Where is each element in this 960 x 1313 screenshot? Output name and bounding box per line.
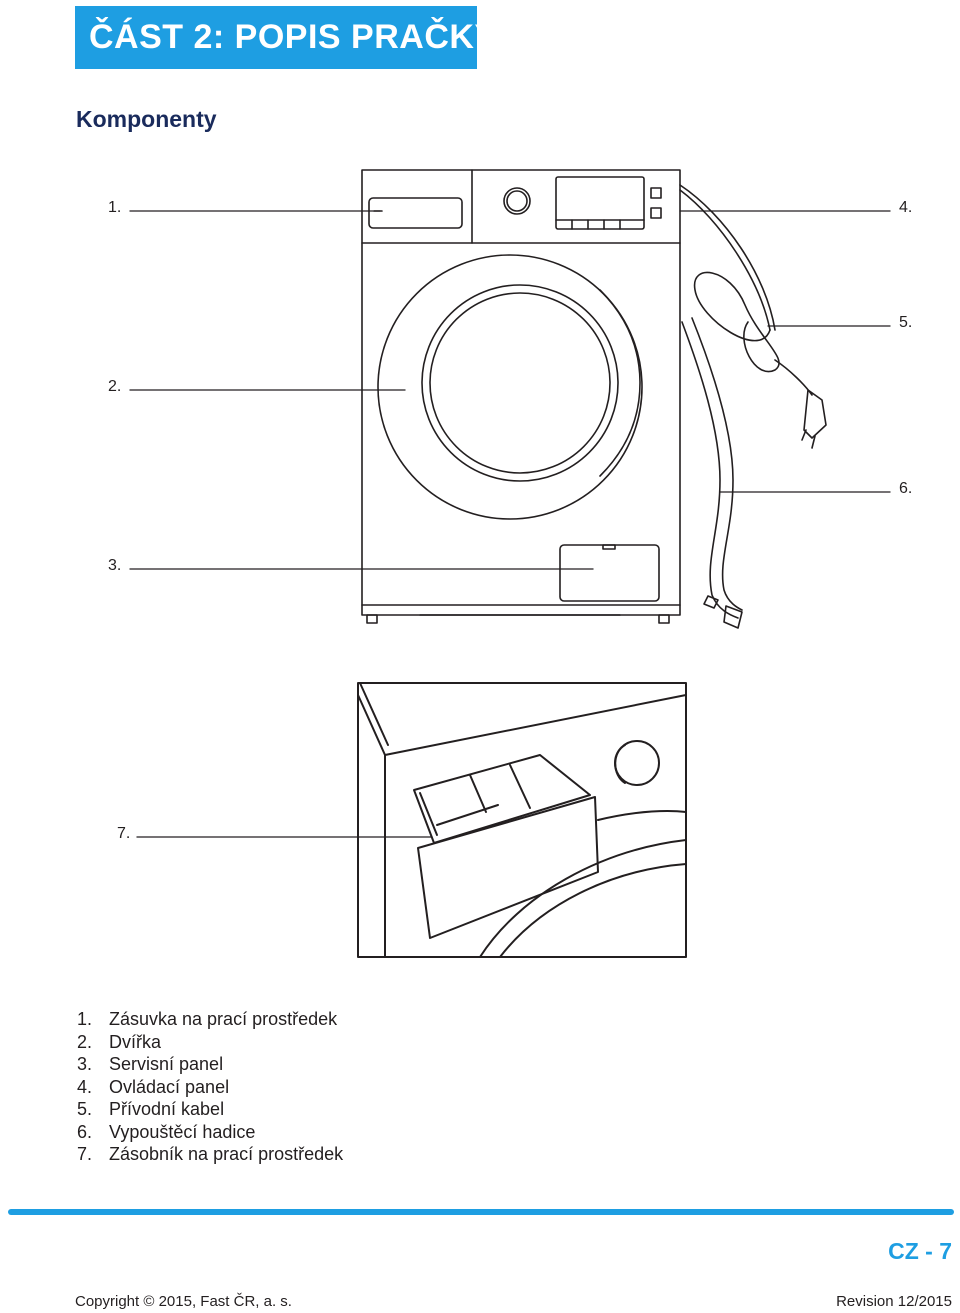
power-cable xyxy=(679,184,827,449)
washing-machine-front xyxy=(361,169,681,624)
chapter-title: ČÁST 2: POPIS PRAČKY xyxy=(89,18,498,56)
legend-item: 7.Zásobník na prací prostředek xyxy=(77,1144,344,1164)
section-title: Komponenty xyxy=(76,106,217,132)
callout-2: 2. xyxy=(108,378,122,395)
legend-item: 4.Ovládací panel xyxy=(77,1076,230,1097)
legend-item: 6.Vypouštěcí hadice xyxy=(77,1121,256,1142)
leader-lines xyxy=(129,210,891,838)
callout-5: 5. xyxy=(899,314,913,331)
legend-item: 3.Servisní panel xyxy=(77,1054,224,1074)
legend-item: 2.Dvířka xyxy=(77,1031,162,1052)
chapter-header: ČÁST 2: POPIS PRAČKY xyxy=(75,6,497,69)
callout-3: 3. xyxy=(108,557,122,574)
callout-4: 4. xyxy=(899,199,913,216)
page-number: CZ - 7 xyxy=(888,1238,952,1264)
callout-1: 1. xyxy=(108,199,122,216)
washing-machine-illustration xyxy=(129,169,891,958)
legend-item: 5.Přívodní kabel xyxy=(77,1099,225,1119)
drain-hose xyxy=(681,317,743,629)
revision-text: Revision 12/2015 xyxy=(836,1293,952,1310)
legend-item: 1.Zásuvka na prací prostředek xyxy=(77,1009,338,1029)
callout-7: 7. xyxy=(117,825,131,842)
footer-divider xyxy=(8,1209,954,1215)
component-legend: 1.Zásuvka na prací prostředek 2.Dvířka 3… xyxy=(77,1008,343,1166)
callout-6: 6. xyxy=(899,480,913,497)
copyright-text: Copyright © 2015, Fast ČR, a. s. xyxy=(75,1293,292,1310)
detergent-drawer-detail xyxy=(357,682,687,958)
